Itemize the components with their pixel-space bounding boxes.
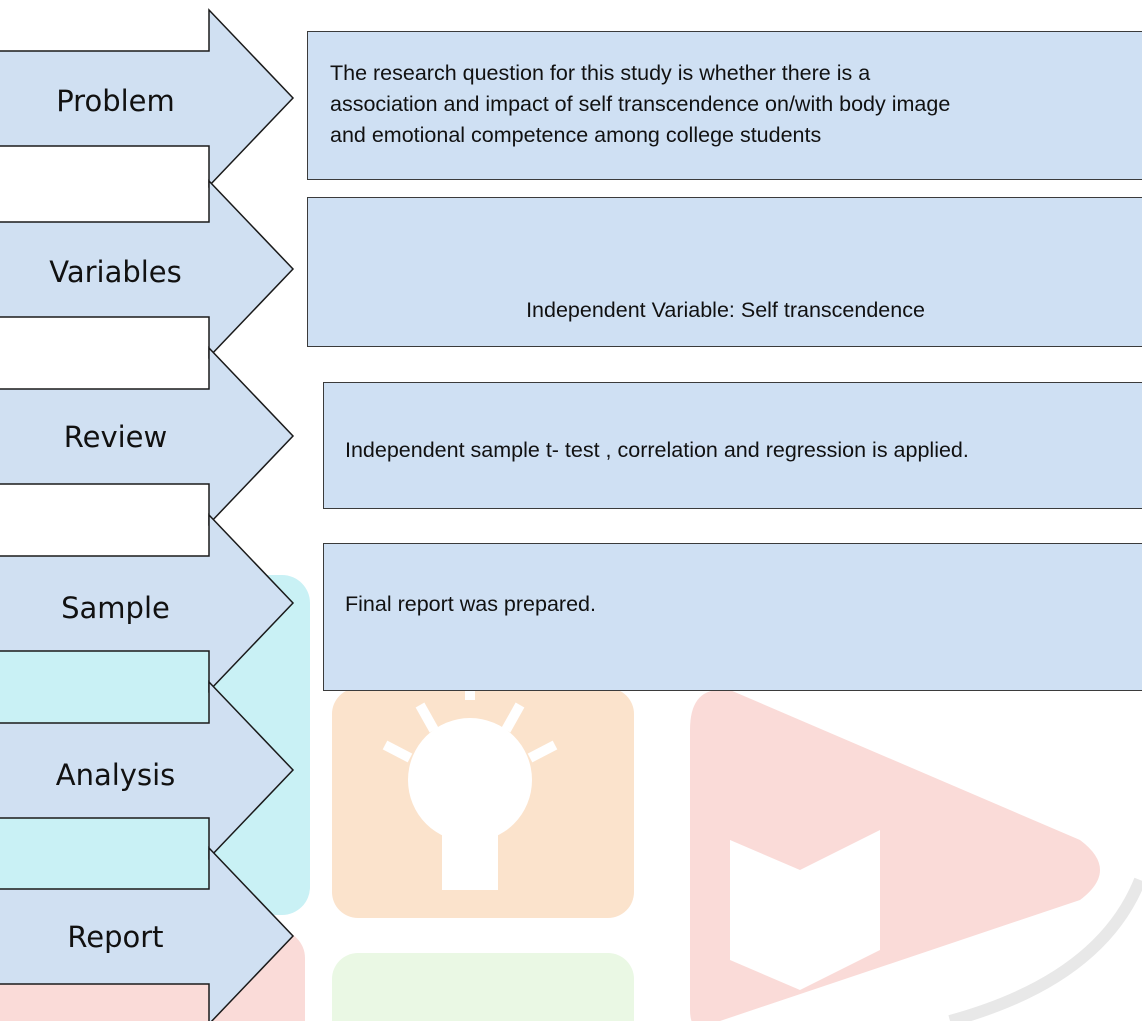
watermark-book-play-icon	[690, 690, 1142, 1021]
step-label-problem: Problem	[56, 84, 175, 118]
watermark-lightbulb-icon	[332, 680, 634, 918]
step-label-analysis: Analysis	[55, 758, 176, 792]
step-arrow-problem	[0, 8, 295, 188]
step-label-sample: Sample	[61, 591, 170, 625]
sample-text: Final report was prepared.	[345, 592, 596, 616]
variables-description-box: Independent Variable: Self transcendence	[307, 197, 1142, 347]
step-arrow-analysis	[0, 680, 295, 860]
variables-text: Independent Variable: Self transcendence	[526, 298, 925, 322]
problem-description-box: The research question for this study is …	[307, 31, 1142, 180]
sample-description-box: Final report was prepared.	[323, 543, 1142, 691]
watermark-green-tile	[332, 953, 634, 1021]
step-label-report: Report	[67, 920, 164, 954]
step-arrow-variables	[0, 179, 295, 359]
step-arrow-review	[0, 346, 295, 526]
review-text: Independent sample t- test , correlation…	[345, 438, 969, 462]
problem-text-line: association and impact of self transcend…	[330, 92, 951, 116]
problem-text-line: The research question for this study is …	[330, 61, 871, 85]
step-arrow-sample	[0, 513, 295, 693]
step-label-review: Review	[63, 420, 168, 454]
problem-text-line: and emotional competence among college s…	[330, 123, 822, 147]
review-description-box: Independent sample t- test , correlation…	[323, 382, 1142, 509]
step-label-variables: Variables	[49, 255, 182, 289]
step-arrow-report	[0, 846, 295, 1021]
